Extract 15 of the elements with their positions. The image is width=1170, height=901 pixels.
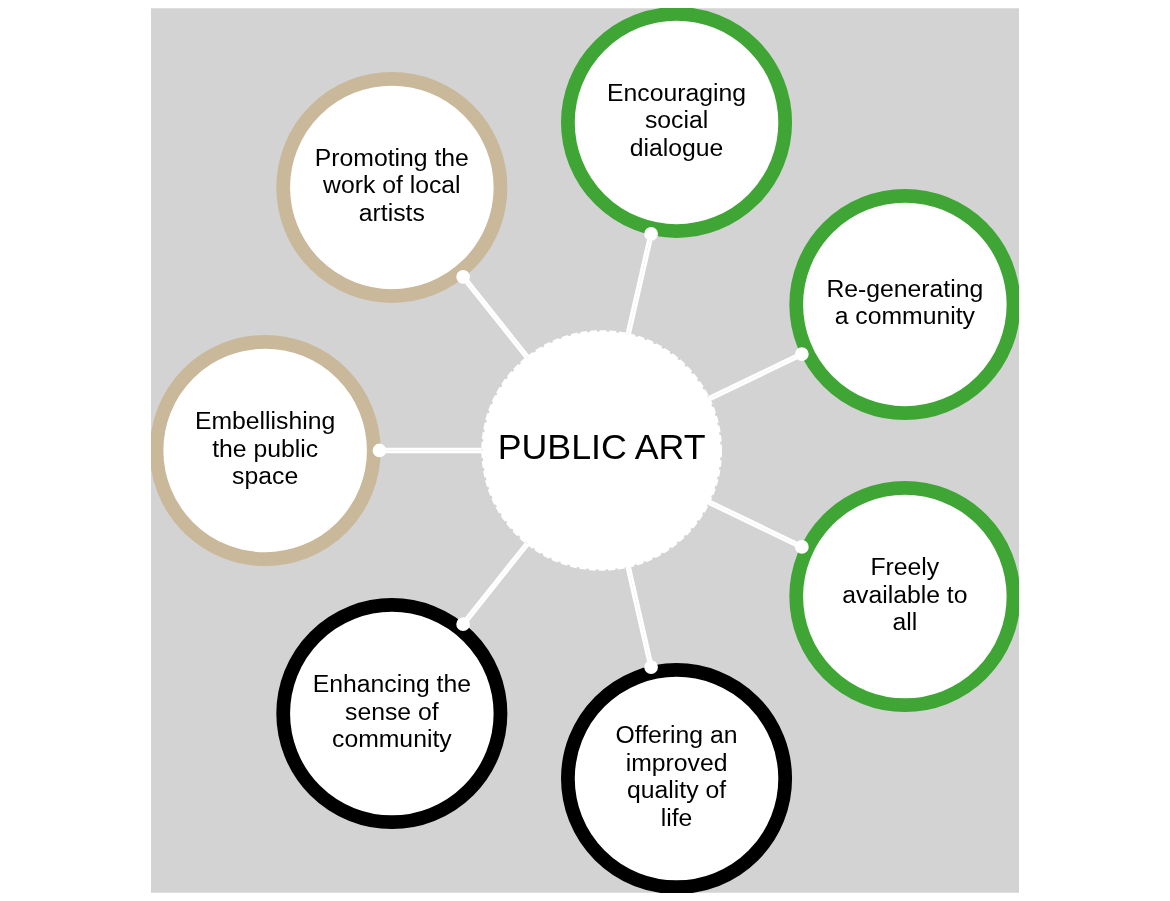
node-circle: PUBLIC ART	[481, 330, 722, 571]
connector	[372, 443, 483, 458]
connector	[707, 347, 809, 402]
connector	[707, 499, 809, 554]
node-circle: Promoting the work of local artists	[276, 71, 508, 303]
connector	[625, 566, 658, 674]
connector	[456, 269, 530, 360]
node-circle: Offering an improved quality of life	[561, 663, 793, 893]
connector	[625, 227, 658, 335]
node-circle: Freely available to all	[789, 481, 1019, 713]
node-circle: Encouraging social dialogue	[561, 8, 793, 238]
node-circle: Re-generating a community	[789, 188, 1019, 420]
node-circle: Enhancing the sense of community	[276, 598, 508, 830]
connector	[456, 541, 530, 632]
node-circle: Embellishing the public space	[151, 334, 381, 566]
